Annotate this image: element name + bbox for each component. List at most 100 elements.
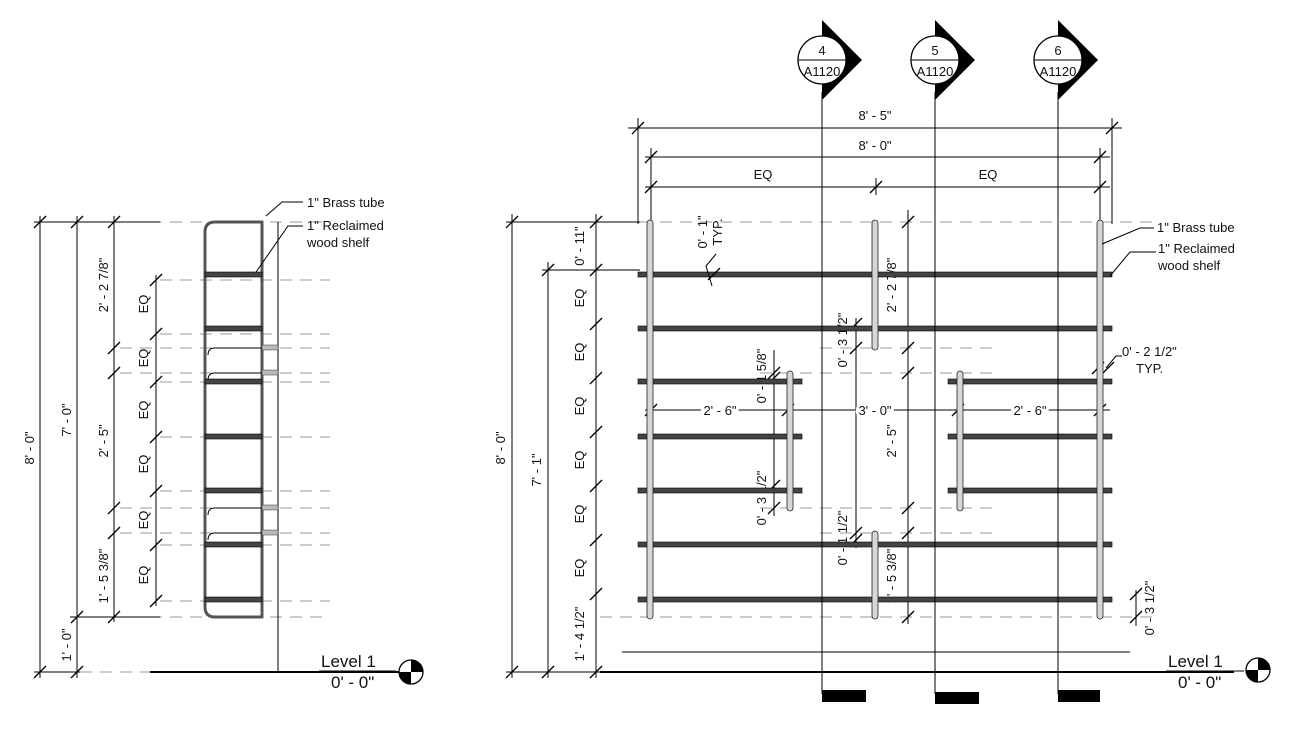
wood-shelf [637, 433, 803, 440]
dim-tick [707, 267, 721, 281]
note-reclaimed-shelf-2: wood shelf [306, 235, 370, 250]
dim-eq: EQ [572, 343, 587, 362]
leader-tube-typ [1105, 355, 1122, 369]
section-tail [1058, 690, 1100, 702]
note-reclaimed-shelf-1: 1" Reclaimed [1158, 241, 1235, 256]
brass-tubes [646, 219, 1104, 620]
dim-eq: EQ [136, 295, 151, 314]
dim-top-offset: 0' - 11" [572, 226, 587, 266]
section-tail [822, 690, 866, 702]
right-elevation: 8' - 5" 8' - 0" EQ EQ 8' - 0" 7' - 1" 0 [493, 92, 1271, 704]
section-tail [935, 692, 979, 704]
brass-tube [646, 219, 654, 620]
dim-center-mid: 2' - 5" [884, 424, 899, 457]
dim-eq: EQ [572, 505, 587, 524]
dim-upper-height: 7' - 1" [529, 453, 544, 486]
wood-shelf [204, 487, 263, 494]
dim-eq: EQ [136, 566, 151, 585]
dim-eq: EQ [136, 349, 151, 368]
level-name: Level 1 [1168, 652, 1223, 671]
section-marker-4[interactable]: 4 A1120 [797, 20, 862, 100]
dim-tube-typ-label: TYP. [1136, 361, 1163, 376]
wood-shelf [637, 378, 803, 385]
dim-eq: EQ [572, 397, 587, 416]
dim-gap-a: 0' - 3 1/2" [835, 312, 850, 367]
section-number: 5 [931, 43, 938, 58]
dim-eq: EQ [572, 289, 587, 308]
dim-base-offset: 1' - 4 1/2" [572, 606, 587, 661]
dim-overall-width: 8' - 5" [858, 108, 891, 123]
brass-tube [956, 370, 964, 512]
section-sheet: A1120 [917, 64, 954, 79]
bracket [261, 344, 279, 351]
level-elevation: 0' - 0" [331, 673, 374, 692]
brass-tube-frame [203, 220, 264, 619]
wood-shelf [204, 541, 263, 548]
dim-eq: EQ [136, 511, 151, 530]
wood-shelf [204, 325, 263, 332]
wood-shelf [204, 271, 263, 278]
brass-tube [786, 370, 794, 512]
dim-overall-height: 8' - 0" [22, 431, 37, 464]
dim-tube-typ: 0' - 2 1/2" [1122, 344, 1177, 359]
section-sheet: A1120 [804, 64, 841, 79]
dim-eq: EQ [136, 455, 151, 474]
dim-inner-width: 8' - 0" [858, 138, 891, 153]
brass-tube [1096, 219, 1104, 620]
bracket [261, 369, 279, 376]
level-name: Level 1 [321, 652, 376, 671]
dim-segment-top: 2' - 2 7/8" [96, 257, 111, 312]
section-marker-5[interactable]: 5 A1120 [910, 20, 975, 100]
level-target-icon [1245, 657, 1271, 683]
dim-eq: EQ [979, 167, 998, 182]
dim-gap-d: 0' - 1 1/2" [835, 510, 850, 565]
leader-tube [1101, 227, 1154, 245]
level-target-icon [398, 659, 424, 685]
dim-ticks [767, 215, 1143, 624]
dim-span-left: 2' - 6" [703, 403, 736, 418]
dim-center-bottom: 1' - 5 3/8" [884, 548, 899, 603]
dim-center-top: 2' - 2 7/8" [884, 257, 899, 312]
tube-bend [207, 347, 262, 356]
brass-tube [871, 219, 879, 351]
left-elevation: 8' - 0" 7' - 0" 1' - 0" 2' - 2 7/8" 2' -… [22, 195, 424, 692]
brass-tube [871, 530, 879, 620]
bracket [261, 504, 279, 511]
dim-span-center: 3' - 0" [858, 403, 891, 418]
note-reclaimed-shelf-1: 1" Reclaimed [307, 218, 384, 233]
wood-shelf [947, 433, 1113, 440]
leader-tube [265, 201, 303, 217]
wood-shelf [204, 378, 263, 385]
dim-gap-e: 0' - 3 1/2" [1142, 580, 1157, 635]
dim-upper-height: 7' - 0" [59, 403, 74, 436]
wood-shelf [204, 433, 263, 440]
tube-bend [207, 372, 262, 381]
dim-eq: EQ [572, 451, 587, 470]
dim-typ: TYP. [710, 218, 725, 245]
dim-gap-c: 0' - 3 1/2" [754, 470, 769, 525]
wood-shelf [947, 378, 1113, 385]
wood-shelf [204, 596, 263, 603]
dim-eq: EQ [572, 559, 587, 578]
dim-eq: EQ [136, 401, 151, 420]
section-marker-6[interactable]: 6 A1120 [1033, 20, 1098, 100]
dim-overall-height: 8' - 0" [493, 431, 508, 464]
dim-base-height: 1' - 0" [59, 628, 74, 661]
note-reclaimed-shelf-2: wood shelf [1157, 258, 1221, 273]
tube-bend [207, 507, 262, 516]
dim-typ-gap: 0' - 1" [695, 215, 710, 248]
bracket [261, 529, 279, 536]
section-number: 4 [818, 43, 825, 58]
note-brass-tube: 1" Brass tube [307, 195, 385, 210]
wood-shelf [947, 487, 1113, 494]
dim-ticks [631, 121, 1119, 194]
note-brass-tube: 1" Brass tube [1157, 220, 1235, 235]
dim-gap-b: 0' - 1 5/8" [754, 348, 769, 403]
level-elevation: 0' - 0" [1178, 673, 1221, 692]
leader-shelf [1109, 251, 1156, 277]
dim-ticks [505, 215, 603, 679]
section-number: 6 [1054, 43, 1061, 58]
dim-ticks [33, 215, 163, 679]
